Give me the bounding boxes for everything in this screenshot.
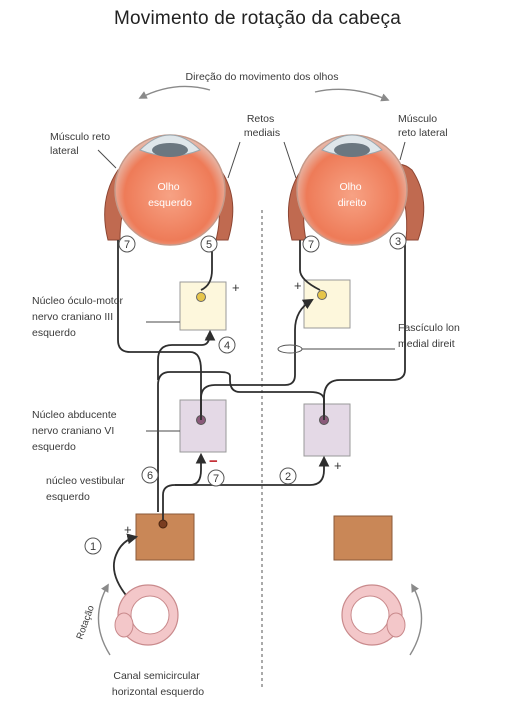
sign-oculomotor-right: +	[294, 278, 302, 293]
left-lateral-rectus-line2: lateral	[50, 145, 79, 157]
sign-abducens-left-inhibit: −	[209, 453, 218, 470]
canal-label-line1: Canal semicircular	[113, 670, 200, 682]
oculomotor-label-line1: Núcleo óculo-motor	[32, 295, 124, 307]
right-eye-label-line2: direito	[338, 197, 367, 209]
step-1-canal: 1	[84, 537, 102, 555]
right-rotation-arrow	[409, 583, 423, 656]
svg-text:6: 6	[147, 470, 153, 482]
oculomotor-label-line3: esquerdo	[32, 327, 76, 339]
step-7-right-medial: 7	[302, 235, 320, 253]
mlf-label-line2: medial direit	[398, 338, 455, 350]
step-4-oculomotor: 4	[218, 336, 236, 354]
path-vestibular-to-abducens	[162, 452, 207, 520]
step-7-abducens: 7	[207, 469, 225, 487]
path-vestibular-to-oculomotor	[157, 329, 216, 380]
rotation-label: Rotação	[74, 604, 96, 641]
vestibular-label-line2: esquerdo	[46, 491, 90, 503]
left-semicircular-canal	[114, 584, 179, 646]
medial-recti-label: Retos mediais	[244, 113, 280, 139]
abducens-label-line2: nervo craniano VI	[32, 425, 114, 437]
path-left-medial-rectus	[200, 240, 213, 291]
eye-movement-label: Direção do movimento dos olhos	[186, 71, 339, 83]
path-right-lateral-rectus	[323, 240, 406, 415]
oculomotor-left-dot	[196, 292, 206, 302]
path-mlf-to-right-oculomotor	[200, 298, 314, 420]
oculomotor-nucleus-right	[303, 279, 351, 329]
oculomotor-nucleus-left	[179, 281, 227, 331]
oculomotor-right-dot	[317, 290, 327, 300]
right-eye: Olho direito	[287, 134, 425, 246]
left-eye-label-line2: esquerdo	[148, 197, 192, 209]
sign-vestibular: +	[124, 522, 132, 537]
left-lateral-rectus-line1: Músculo reto	[50, 131, 110, 143]
left-eye-lens	[152, 143, 188, 157]
vestibular-left-dot	[158, 519, 168, 529]
right-semicircular-canal	[341, 584, 406, 646]
left-rotation-arrow	[97, 583, 111, 656]
svg-text:3: 3	[395, 236, 401, 248]
oculomotor-nucleus-label: Núcleo óculo-motor nervo craniano III es…	[32, 295, 126, 339]
semicircular-canal-label: Canal semicircular horizontal esquerdo	[112, 670, 204, 698]
left-eye-label-line1: Olho	[157, 181, 179, 193]
path-right-abducens-to-left-oculomotor	[157, 371, 325, 512]
page-title: Movimento de rotação da cabeça	[114, 8, 401, 29]
svg-text:4: 4	[224, 340, 230, 352]
sign-oculomotor-left-top: +	[232, 280, 240, 295]
abducens-label-line3: esquerdo	[32, 441, 76, 453]
sign-oculomotor-left-bottom: +	[205, 330, 213, 345]
step-6-vestibular-up: 6	[141, 466, 159, 484]
vestibular-nucleus-right	[333, 515, 393, 561]
left-eye: Olho esquerdo	[104, 134, 234, 246]
abducens-nucleus-right	[303, 403, 351, 457]
step-7-left-lateral: 7	[118, 235, 136, 253]
right-lateral-rectus-label: Músculo reto lateral	[398, 113, 448, 139]
right-lateral-rectus-line2: reto lateral	[398, 127, 448, 139]
right-eye-lens	[334, 143, 370, 157]
mlf-marker	[277, 344, 303, 354]
svg-text:7: 7	[213, 473, 219, 485]
vestibular-label-line1: núcleo vestibular	[46, 475, 125, 487]
right-eye-label: Olho direito	[338, 181, 367, 209]
medial-recti-label-line2: mediais	[244, 127, 280, 139]
right-lateral-rectus-line1: Músculo	[398, 113, 437, 125]
path-canal-to-vestibular	[112, 533, 139, 601]
svg-text:7: 7	[124, 239, 130, 251]
svg-text:5: 5	[206, 239, 212, 251]
medial-recti-pointer-right	[283, 141, 297, 179]
path-right-medial-rectus	[299, 240, 321, 291]
abducens-nucleus-label: Núcleo abducente nervo craniano VI esque…	[32, 409, 120, 453]
path-vestibular-to-right-abducens	[175, 455, 330, 486]
step-2-right-abducens: 2	[279, 467, 297, 485]
step-5-left-medial: 5	[200, 235, 218, 253]
svg-text:2: 2	[285, 471, 291, 483]
left-eye-label: Olho esquerdo	[148, 181, 192, 209]
left-lateral-rectus-label: Músculo reto lateral	[50, 131, 113, 157]
oculomotor-label-line2: nervo craniano III	[32, 311, 113, 323]
mlf-label-line1: Fascículo lon	[398, 322, 460, 334]
eye-direction-arrow-left	[138, 85, 211, 99]
medial-recti-label-line1: Retos	[247, 113, 274, 125]
right-lateral-rectus-pointer	[399, 141, 406, 161]
abducens-nucleus-left	[179, 399, 227, 453]
svg-text:1: 1	[90, 541, 96, 553]
eye-direction-arrow-right	[314, 88, 390, 102]
svg-text:7: 7	[308, 239, 314, 251]
step-3-right-lateral: 3	[389, 232, 407, 250]
canal-label-line2: horizontal esquerdo	[112, 686, 204, 698]
medial-recti-pointer-left	[227, 141, 241, 179]
right-eye-label-line1: Olho	[339, 181, 361, 193]
vestibular-nucleus-label: núcleo vestibular esquerdo	[46, 475, 128, 503]
sign-abducens-right: +	[334, 458, 342, 473]
mlf-label: Fascículo lon medial direit	[398, 322, 463, 350]
abducens-label-line1: Núcleo abducente	[32, 409, 117, 421]
left-lateral-rectus-pointer	[97, 149, 117, 169]
